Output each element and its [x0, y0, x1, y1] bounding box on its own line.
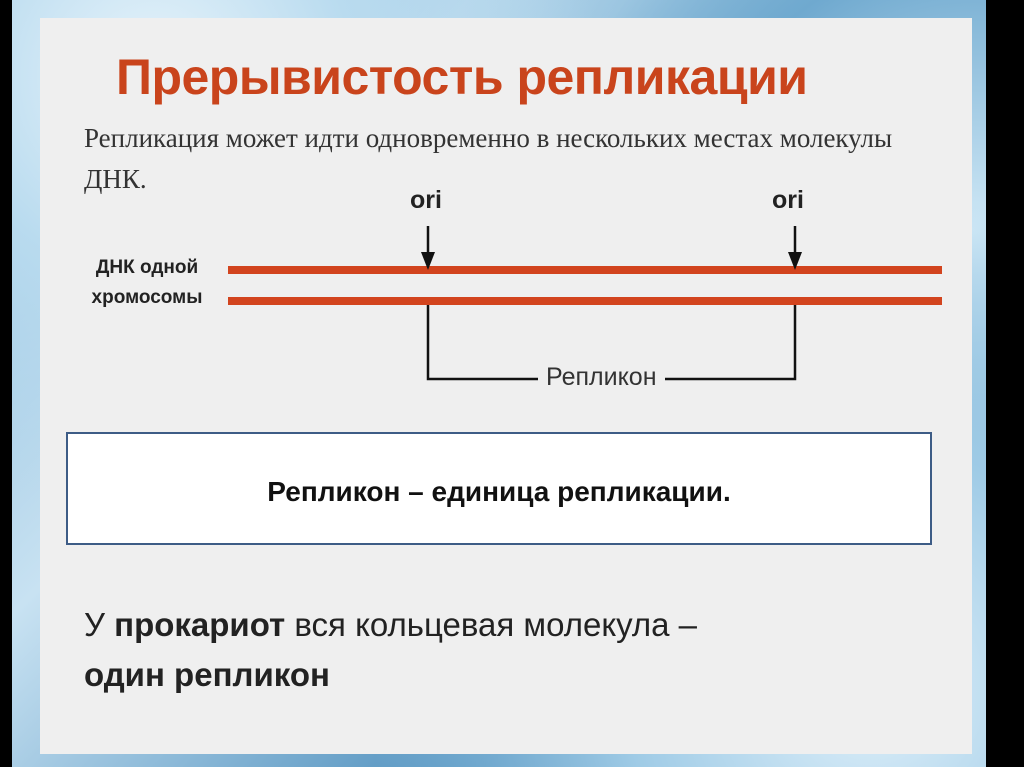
definition-text: Репликон – единица репликации.: [267, 476, 731, 507]
prokaryote-note-part1: У: [84, 606, 115, 643]
prokaryote-note: У прокариот вся кольцевая молекула – оди…: [84, 600, 884, 700]
dna-label-line2: хромосомы: [91, 287, 203, 308]
slide-panel: [40, 18, 972, 754]
slide-subtitle: Репликация может идти одновременно в нес…: [84, 123, 893, 194]
left-border: [0, 0, 12, 767]
ori-label-right: ori: [772, 186, 804, 214]
ori-arrowhead-right: [788, 252, 802, 270]
replicon-label: Репликон: [538, 363, 665, 392]
prokaryote-note-part3: вся кольцевая молекула –: [285, 606, 698, 643]
definition-box: Репликон – единица репликации.: [66, 432, 932, 545]
ori-label-left: ori: [410, 186, 442, 214]
slide-title: Прерывистость репликации: [116, 49, 808, 105]
prokaryote-note-bold: прокариот: [114, 606, 286, 643]
prokaryote-note-bold2: один репликон: [84, 656, 330, 693]
dna-label-line1: ДНК одной: [95, 257, 199, 278]
dna-label: ДНК одной хромосомы: [72, 253, 222, 313]
right-border: [986, 0, 1024, 767]
ori-arrowhead-left: [421, 252, 435, 270]
